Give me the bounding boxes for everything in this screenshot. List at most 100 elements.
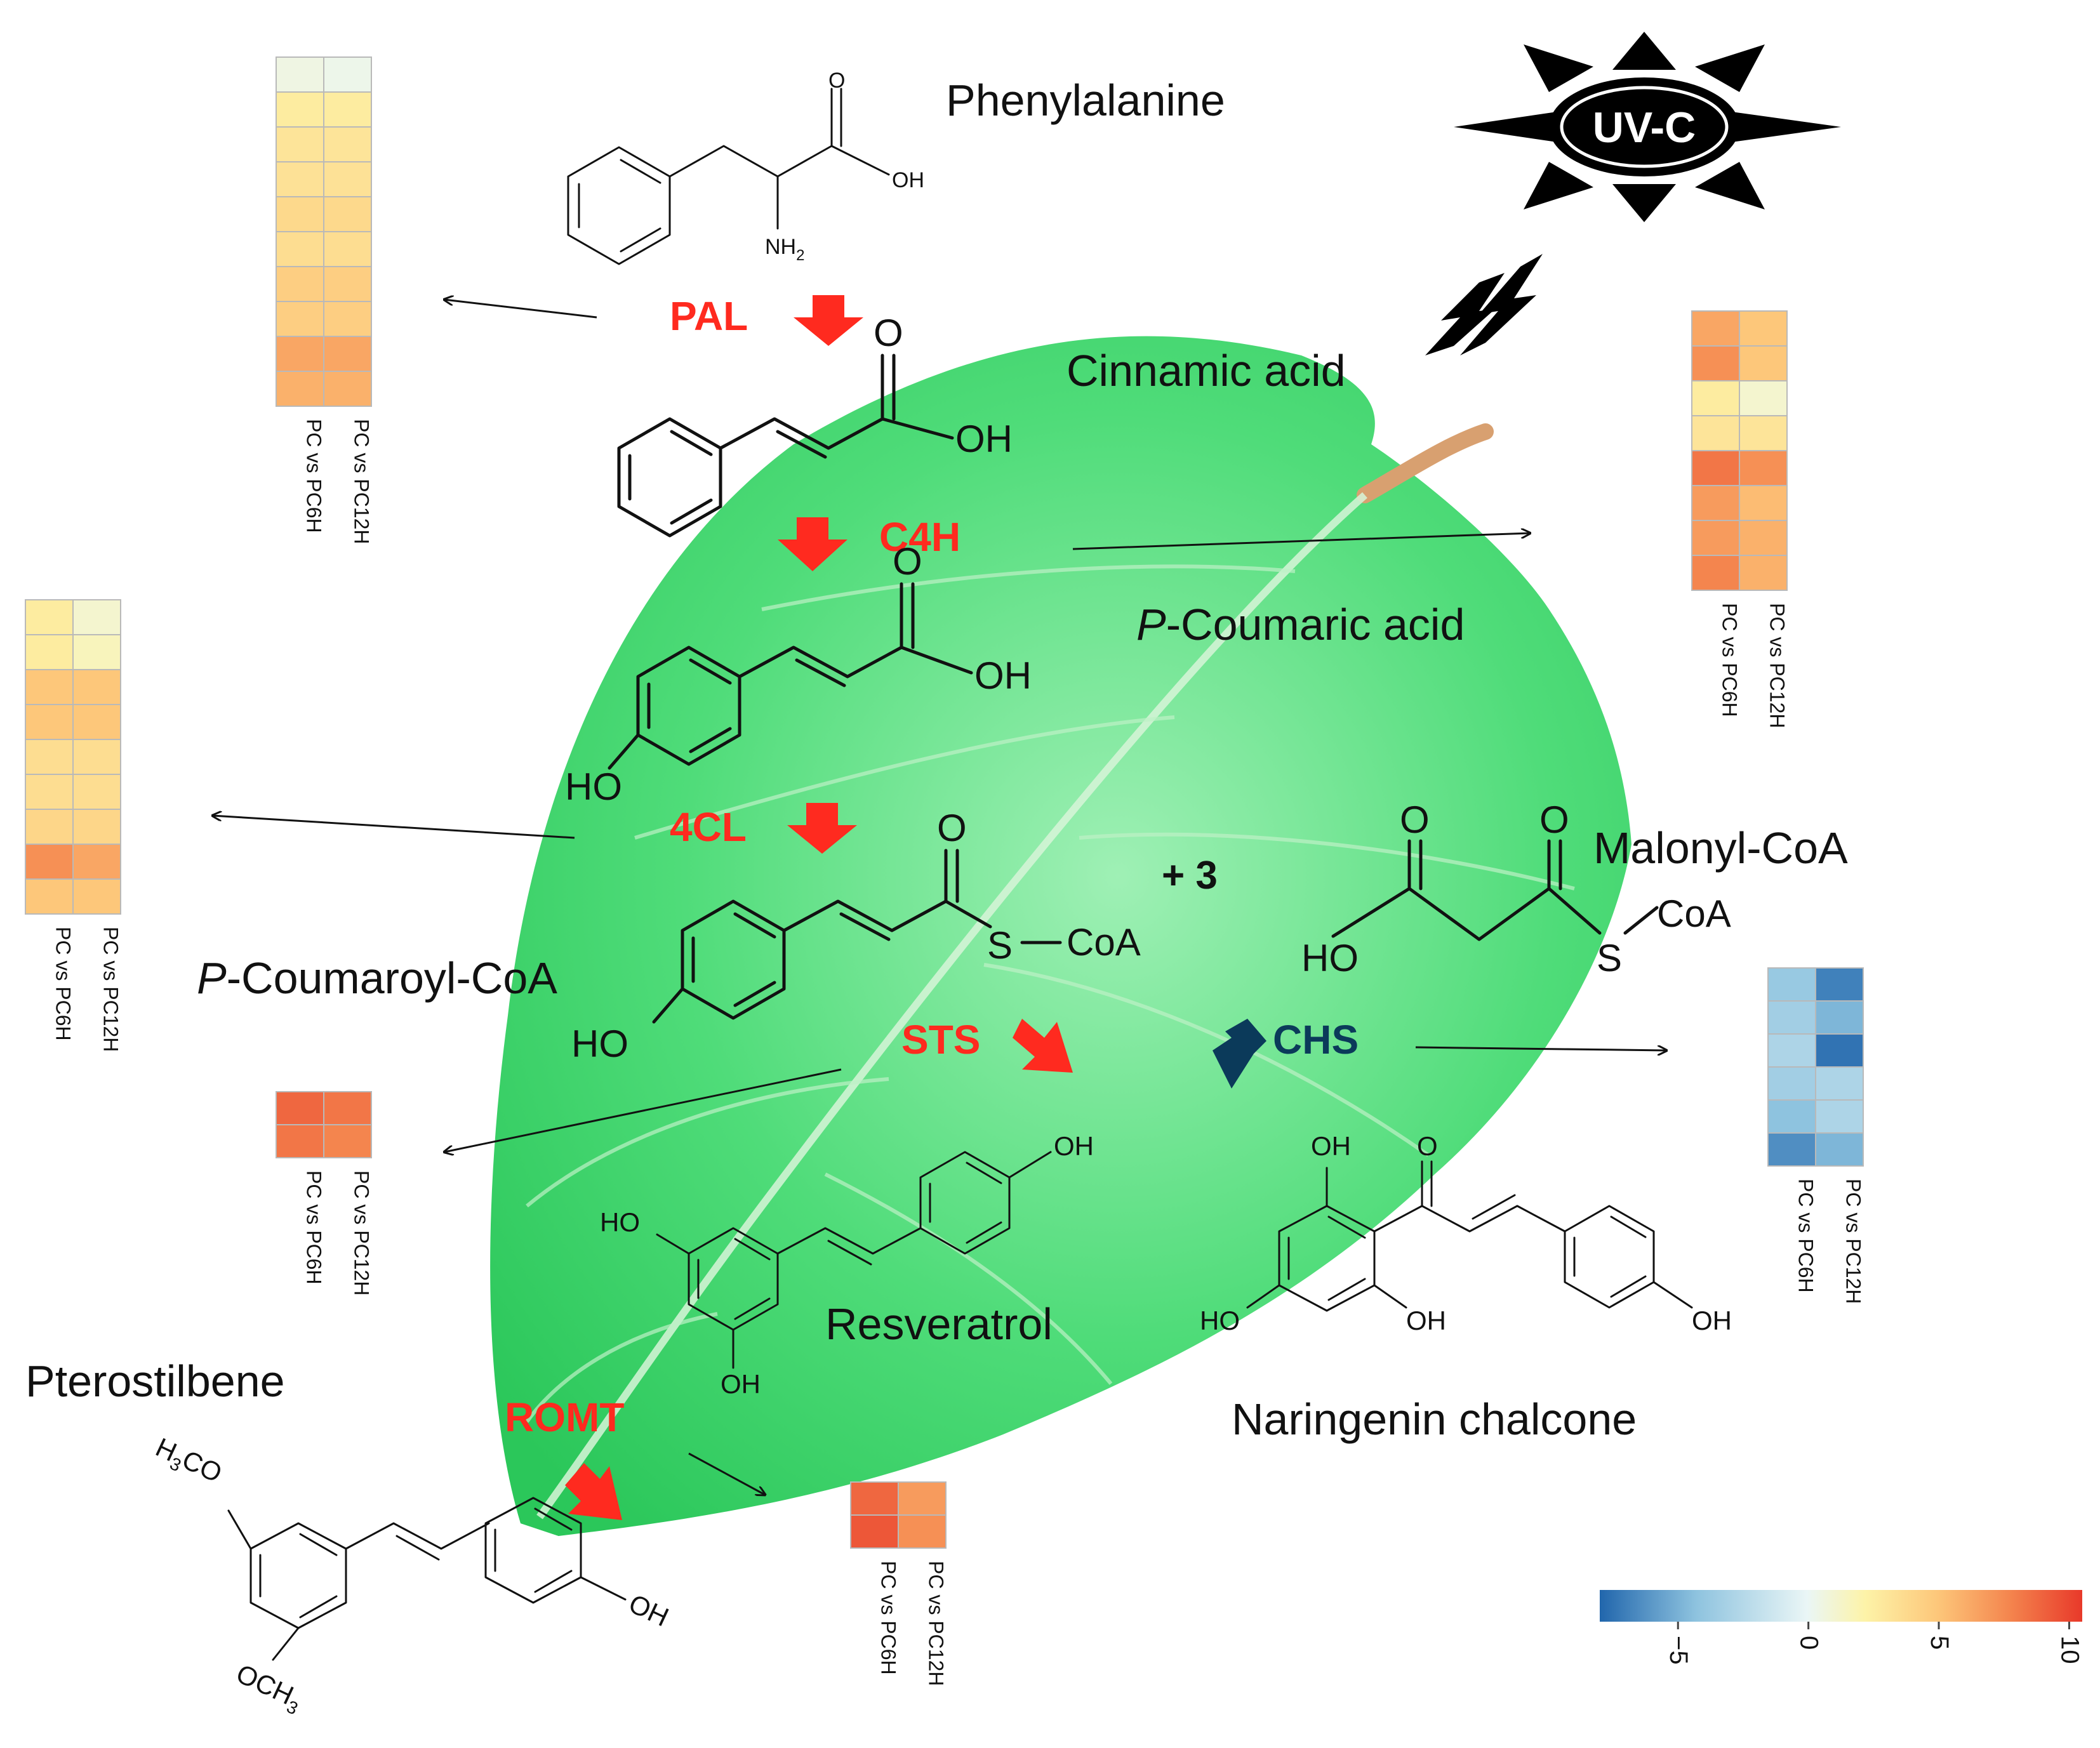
enzyme-arrow-romt (565, 1463, 622, 1520)
heatmap-cell (1691, 555, 1740, 591)
enzyme-sts: STS (901, 1017, 980, 1063)
atom-sub: 2 (796, 247, 804, 264)
pointer-arrow-romt (688, 1452, 765, 1495)
heatmap-cell (1739, 555, 1788, 591)
atom-oh: OH (955, 418, 1013, 460)
heatmap-romt: PC vs PC6H PC vs PC12H (850, 1481, 948, 1686)
heatmap-cell (323, 1091, 372, 1125)
atom-oh: OH (1054, 1131, 1094, 1161)
label-p-coumaroyl-coa: P-Coumaroyl-CoA (197, 953, 557, 1003)
heatmap-cell (276, 91, 324, 128)
enzyme-chs: CHS (1273, 1017, 1359, 1063)
atom-oh: OH (1692, 1306, 1732, 1335)
heatmap-column-label: PC vs PC6H (1795, 1179, 1818, 1293)
atom-oh: OH (721, 1369, 761, 1399)
heatmap-cell (1691, 380, 1740, 416)
sun-ray-bottom (1612, 184, 1676, 222)
heatmap-cell (25, 739, 74, 775)
atom-oh: OH (974, 654, 1032, 697)
heatmap-cell (72, 774, 121, 810)
lightning-bolt-icon (1425, 273, 1505, 355)
colorbar-tick-label: −5 (1665, 1636, 1692, 1665)
enzyme-romt: ROMT (505, 1394, 624, 1440)
atom-nh2: NH2 (765, 235, 804, 264)
sun-ray-bottomright (1695, 162, 1765, 209)
leaf-vein (983, 963, 1430, 1157)
heatmap-cell (1739, 380, 1788, 416)
heatmap-cell (1767, 1099, 1816, 1134)
sun-core-ring (1560, 86, 1729, 168)
heatmap-cell (323, 1124, 372, 1158)
structure-malonyl-coa: O O HO S CoA (1301, 798, 1731, 979)
heatmap-column-label: PC vs PC12H (925, 1561, 948, 1686)
enzyme-pal: PAL (670, 293, 748, 339)
atom-h3co: H3CO (149, 1432, 227, 1492)
heatmap-column-label: PC vs PC6H (877, 1561, 900, 1675)
heatmap-cell (323, 301, 372, 337)
heatmap-cell (323, 231, 372, 267)
atom-oh: OH (1406, 1306, 1446, 1335)
heatmap-cell (72, 634, 121, 670)
heatmap-cell (72, 739, 121, 775)
heatmap-cell (1767, 1066, 1816, 1101)
atom-oh: OH (625, 1588, 674, 1632)
enzyme-arrow-c4h (778, 517, 847, 571)
structure-p-coumaroyl-coa: O S CoA HO (571, 807, 1141, 1065)
heatmap-cell (276, 336, 324, 372)
heatmap-cell (323, 336, 372, 372)
atom-oh: OH (892, 168, 924, 192)
sun-ray-right (1727, 111, 1841, 143)
structure-resveratrol: OH HO OH (600, 1131, 1094, 1399)
heatmap-cell (276, 371, 324, 407)
atom-oh: OH (1311, 1131, 1351, 1161)
sun-ray-topright (1695, 44, 1765, 92)
atom-coa: CoA (1657, 892, 1731, 935)
label-plus-three: + 3 (1162, 854, 1218, 897)
heatmap-cell (276, 56, 324, 93)
heatmap-column-label: PC vs PC6H (1718, 603, 1741, 717)
pointer-arrow-pal (444, 300, 597, 319)
heatmap-cell (1767, 967, 1816, 1002)
heatmap-cell (850, 1481, 899, 1516)
heatmap-cell (25, 704, 74, 740)
heatmap-cell (1815, 1132, 1864, 1167)
enzyme-4cl: 4CL (670, 804, 747, 850)
sun-ray-top (1612, 32, 1676, 70)
pointer-arrow-c4h (1072, 533, 1530, 550)
heatmap-column-label: PC vs PC12H (350, 1170, 373, 1295)
heatmap-cell (1691, 415, 1740, 451)
atom-coa: CoA (1067, 921, 1141, 963)
heatmap-cell (1767, 1033, 1816, 1068)
atom-ho: HO (600, 1207, 640, 1237)
heatmap-cell (25, 878, 74, 915)
atom-o: O (1539, 798, 1569, 841)
label-p-coumaric-acid: P-Coumaric acid (1136, 600, 1465, 649)
heatmap-cell (25, 774, 74, 810)
heatmap-cell (72, 669, 121, 705)
leaf-vein (525, 1312, 718, 1423)
heatmap-cell (1739, 415, 1788, 451)
leaf-vein (634, 715, 1175, 840)
lightning-bolt-icon (1460, 254, 1543, 355)
uv-sun: UV-C (1425, 32, 1841, 355)
leaf-stem (1357, 423, 1494, 503)
heatmap-cell (1691, 345, 1740, 381)
atom-ho: HO (1200, 1306, 1240, 1335)
pointer-arrow-chs (1415, 1047, 1666, 1050)
heatmap-cell (323, 196, 372, 232)
atom-o: O (893, 540, 922, 583)
atom-ho: HO (565, 765, 622, 808)
leaf-vein (824, 1172, 1113, 1385)
label-rest: -Coumaroyl-CoA (227, 953, 558, 1003)
heatmap-cell (72, 704, 121, 740)
label-pterostilbene: Pterostilbene (25, 1356, 285, 1406)
leaf-vein (1079, 832, 1575, 891)
heatmap-cell (25, 669, 74, 705)
label-cinnamic-acid: Cinnamic acid (1067, 346, 1346, 395)
heatmap-cell (323, 371, 372, 407)
